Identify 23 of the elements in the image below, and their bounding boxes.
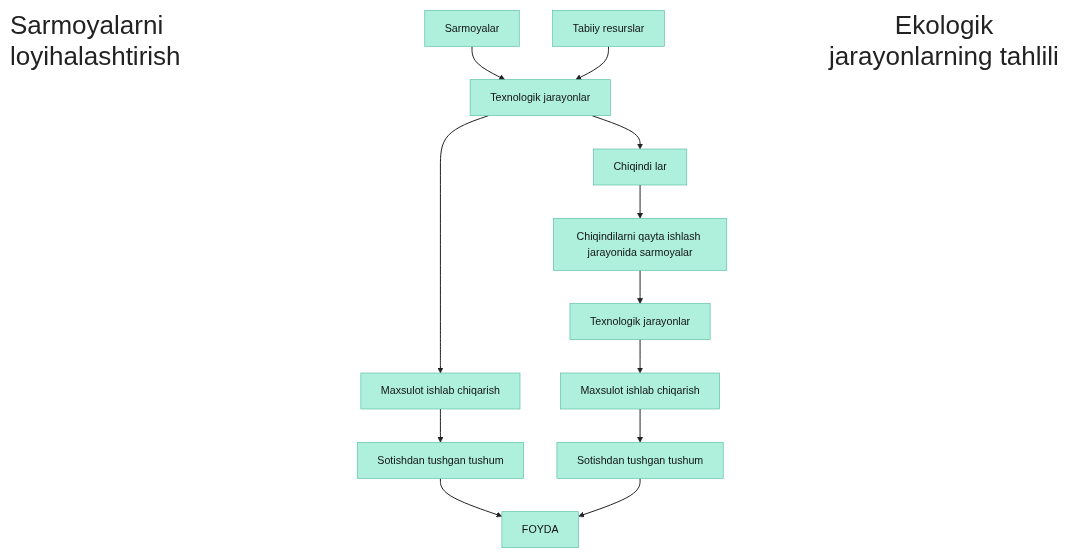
node-box: Texnologik jarayonlar [469, 79, 611, 116]
arrow [437, 408, 444, 443]
arrow [637, 269, 643, 304]
node-box: FOYDA [501, 511, 579, 548]
node-box: Sotishdan tushgan tushum [556, 442, 724, 479]
arrow [637, 339, 643, 374]
node-box: Sotishdan tushgan tushum [356, 442, 524, 479]
arrow [437, 115, 489, 374]
node-box: Chiqindilarni qayta ishlash jarayonida sarmoyalar [553, 218, 728, 271]
annotation-text: Ekologik jarayonlarning tahlili [827, 10, 1060, 72]
node-box: Tabiiy resurslar [552, 10, 665, 47]
node-box: Sarmoyalar [424, 10, 520, 47]
arrow [578, 477, 641, 518]
node-box: Maxsulot ishlab chiqarish [560, 372, 720, 410]
node-box: Texnologik jarayonlar [569, 303, 711, 340]
arrow [637, 184, 643, 219]
arrow [575, 45, 609, 80]
arrow [637, 408, 643, 443]
arrow [439, 477, 503, 518]
node-box: Maxsulot ishlab chiqarish [360, 372, 521, 410]
arrow [471, 45, 506, 80]
node-box: Chiqindi lar [593, 148, 688, 186]
annotation-text: Sarmoyalarni loyihalashtirish [10, 10, 182, 72]
